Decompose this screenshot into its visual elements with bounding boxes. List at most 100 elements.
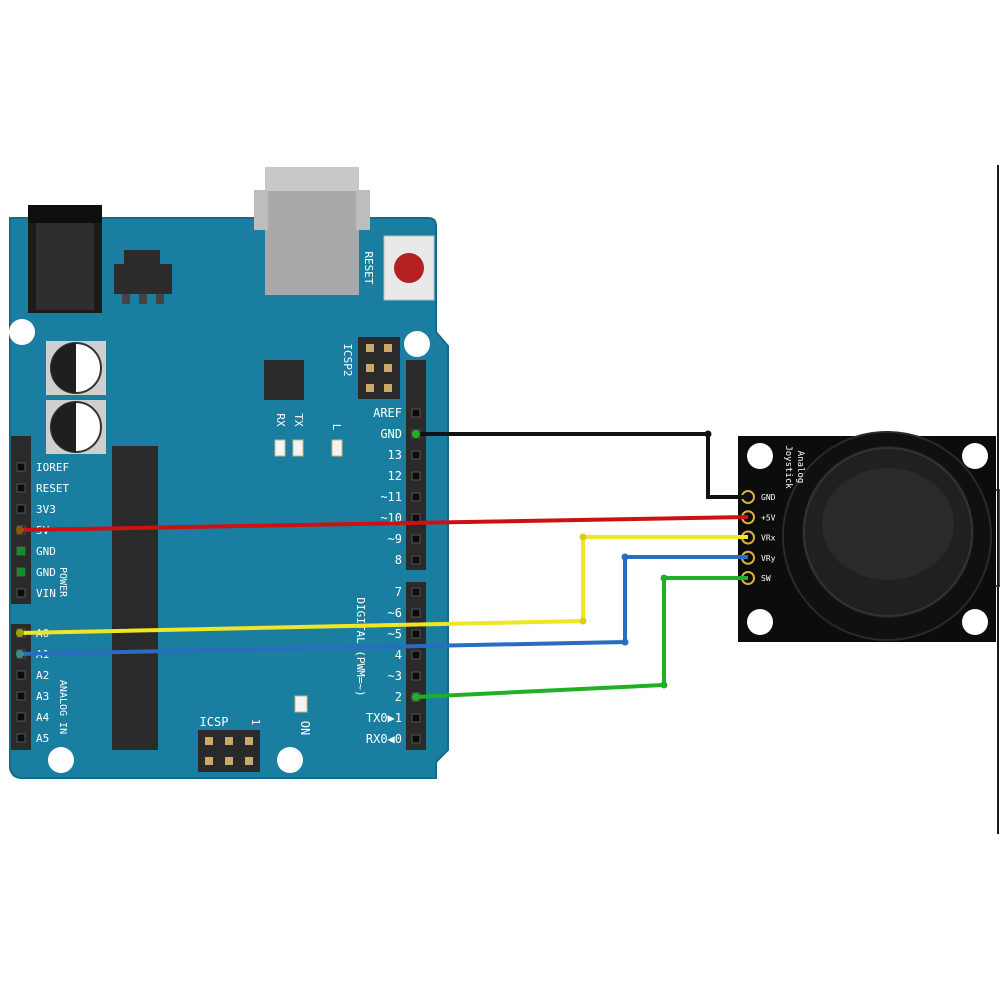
wire-bend: [660, 681, 668, 689]
joystick-title-line2: Joystick: [783, 445, 793, 489]
header-pin[interactable]: [16, 712, 26, 722]
pin-label: VIN: [36, 587, 56, 600]
header-pin[interactable]: [16, 588, 26, 598]
pin-label: A4: [36, 711, 50, 724]
pin-label: A2: [36, 669, 49, 682]
mounting-hole: [9, 319, 35, 345]
pin-highlight: [17, 547, 25, 555]
mounting-hole: [747, 443, 773, 469]
on-label: ON: [298, 721, 312, 735]
pin-label: 8: [395, 553, 402, 567]
header-pin[interactable]: [411, 534, 421, 544]
icsp-label: ICSP: [200, 715, 229, 729]
header-pin[interactable]: [411, 513, 421, 523]
header-pin[interactable]: [411, 734, 421, 744]
header-pin[interactable]: [411, 629, 421, 639]
wire-bend: [704, 430, 712, 438]
atmega-chip: [112, 446, 158, 750]
icsp2-header: [358, 337, 400, 399]
pin-label: 4: [395, 648, 402, 662]
wire-bend: [621, 553, 629, 561]
joystick-pin-label: +5V: [761, 513, 776, 522]
header-pin[interactable]: [411, 713, 421, 723]
wire-bend: [579, 533, 587, 541]
digital-top-header: [406, 360, 426, 570]
wire-end: [16, 629, 24, 637]
wire-end: [16, 650, 24, 658]
l-label: L: [330, 424, 343, 431]
pin-label: ~9: [388, 532, 402, 546]
pin-label: 12: [388, 469, 402, 483]
gnd-wire[interactable]: [416, 432, 748, 499]
voltage-regulator: [114, 250, 172, 304]
on-led: [294, 695, 308, 713]
usb-chip: [264, 360, 304, 400]
capacitor: [46, 341, 106, 395]
pin-label: A5: [36, 732, 49, 745]
digital-bottom-header: [406, 582, 426, 750]
mounting-hole: [962, 443, 988, 469]
power-label: POWER: [57, 567, 68, 598]
header-pin[interactable]: [411, 650, 421, 660]
mounting-hole: [962, 609, 988, 635]
rx-label: RX: [274, 413, 287, 427]
vry-wire[interactable]: [19, 555, 748, 656]
power-jack: [28, 205, 102, 313]
joystick-pin-label: SW: [761, 574, 771, 583]
pin-label: IOREF: [36, 461, 69, 474]
header-pin[interactable]: [411, 408, 421, 418]
icsp-pin1-label: 1: [249, 719, 262, 726]
header-pin[interactable]: [16, 483, 26, 493]
wire-bend: [579, 617, 587, 625]
header-pin[interactable]: [411, 608, 421, 618]
wire-end: [16, 526, 24, 534]
arduino-board: RESET ICSP2 TX RX L ICSP 1: [9, 167, 449, 779]
header-pin[interactable]: [16, 733, 26, 743]
header-pin[interactable]: [411, 555, 421, 565]
pin-highlight: [17, 568, 25, 576]
header-pin[interactable]: [411, 671, 421, 681]
header-pin[interactable]: [411, 587, 421, 597]
pin-label: GND: [36, 545, 56, 558]
pin-label: GND: [380, 427, 402, 441]
pin-label: ~5: [388, 627, 402, 641]
header-pin[interactable]: [16, 691, 26, 701]
5v-wire[interactable]: [19, 515, 749, 532]
pin-label: 7: [395, 585, 402, 599]
wire-bend: [660, 574, 668, 582]
analog-in-label: ANALOG IN: [57, 680, 68, 734]
pin-label: ~6: [388, 606, 402, 620]
joystick-pin-label: GND: [761, 493, 776, 502]
pin-label: 3V3: [36, 503, 56, 516]
wire-bend: [621, 638, 629, 646]
joystick-stick[interactable]: [782, 431, 992, 641]
joystick-pin-label: VRy: [761, 554, 776, 563]
mounting-hole: [404, 331, 430, 357]
joystick-pin-label: VRx: [761, 534, 776, 543]
header-pin[interactable]: [16, 670, 26, 680]
status-leds: [274, 439, 343, 457]
pin-label: RESET: [36, 482, 69, 495]
header-pin[interactable]: [411, 450, 421, 460]
capacitor: [46, 400, 106, 454]
wires: [16, 430, 749, 701]
pin-label: ~11: [380, 490, 402, 504]
pin-label: A3: [36, 690, 49, 703]
pin-label: ~3: [388, 669, 402, 683]
wire-end: [412, 693, 420, 701]
sw-wire[interactable]: [415, 576, 748, 699]
pin-label: AREF: [373, 406, 402, 420]
mounting-hole: [48, 747, 74, 773]
mounting-hole: [277, 747, 303, 773]
header-pin[interactable]: [16, 504, 26, 514]
icsp2-label: ICSP2: [341, 343, 354, 376]
vrx-wire[interactable]: [19, 535, 748, 635]
header-pin[interactable]: [411, 471, 421, 481]
pin-label: TX0▶1: [366, 711, 402, 725]
reset-button[interactable]: [383, 235, 435, 301]
tx-label: TX: [292, 413, 305, 427]
header-pin[interactable]: [16, 462, 26, 472]
header-pin[interactable]: [411, 492, 421, 502]
